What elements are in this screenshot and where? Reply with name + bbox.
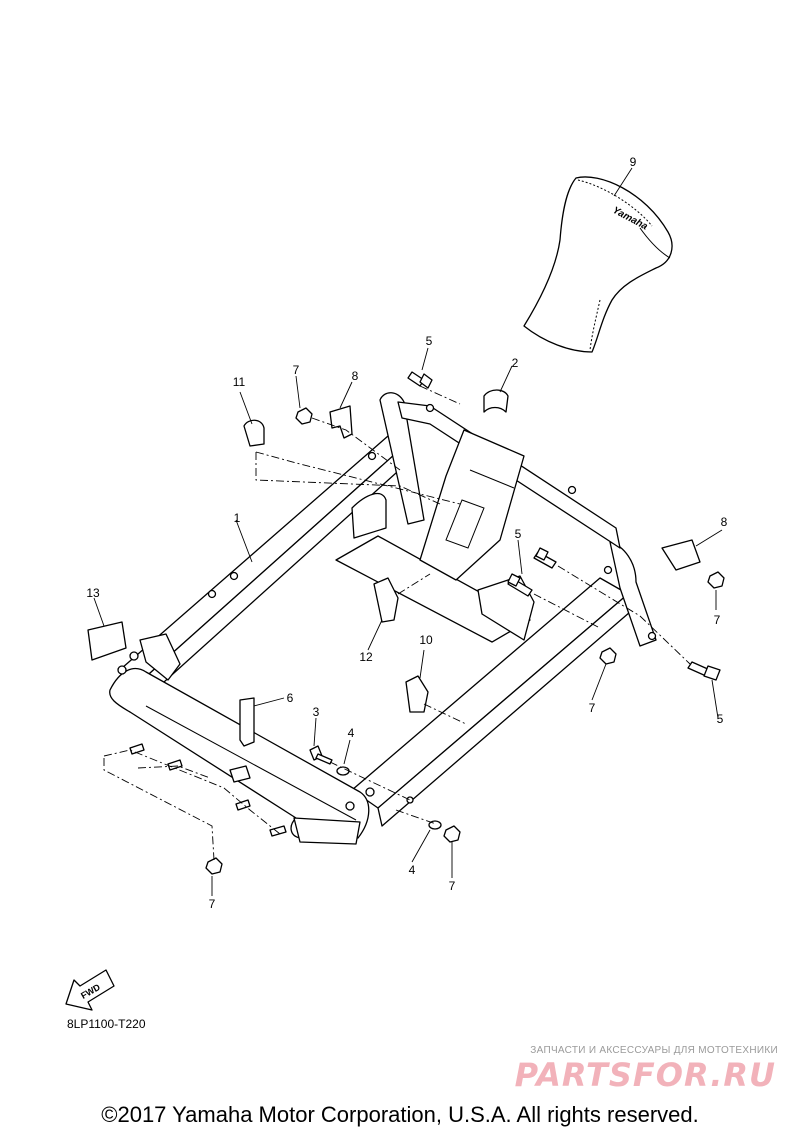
part-13-label (87, 621, 127, 661)
callout-1: 1 (234, 511, 241, 525)
callout-2: 2 (512, 356, 519, 370)
callout-7: 7 (589, 701, 596, 715)
callout-4: 4 (348, 726, 355, 740)
callout-13: 13 (86, 586, 100, 600)
callout-3: 3 (313, 705, 320, 719)
part-6-strap (239, 697, 255, 747)
callout-6: 6 (287, 691, 294, 705)
copyright-notice: ©2017 Yamaha Motor Corporation, U.S.A. A… (101, 1102, 699, 1127)
part-5-bolt (507, 573, 533, 597)
callout-9: 9 (630, 155, 637, 169)
callout-7: 7 (449, 879, 456, 893)
part-7-nut (599, 647, 617, 665)
part-5-bolt (407, 371, 433, 389)
part-11-clamp (243, 419, 265, 447)
part-9-seat-cover: Yamaha (523, 176, 673, 353)
callout-12: 12 (359, 650, 373, 664)
callout-7: 7 (209, 897, 216, 911)
part-2-collar (483, 389, 509, 413)
callout-8: 8 (352, 369, 359, 383)
callout-8: 8 (721, 515, 728, 529)
callout-5: 5 (426, 334, 433, 348)
part-1-frame (109, 392, 657, 845)
part-7-nut (205, 857, 223, 875)
callout-4: 4 (409, 863, 416, 877)
part-7-nut (295, 407, 313, 425)
part-5-bolt (533, 547, 557, 569)
fwd-arrow-icon: FWD (65, 969, 115, 1011)
leader-lines (93, 167, 723, 896)
part-3-bolt (309, 745, 333, 765)
part-4-washer (336, 766, 350, 776)
part-8-bracket (661, 539, 701, 571)
callout-7: 7 (714, 613, 721, 627)
part-5-bolt (687, 661, 721, 681)
watermark-brand: PARTSFOR.RU (514, 1056, 776, 1094)
part-10-clamp (405, 675, 429, 713)
part-12-clamp (373, 577, 399, 623)
callout-5: 5 (717, 712, 724, 726)
callouts: 1 2 3 4 4 5 5 5 6 7 7 7 7 7 8 8 9 10 11 … (86, 155, 727, 911)
watermark-tagline: ЗАПЧАСТИ И АКСЕССУАРЫ ДЛЯ МОТОТЕХНИКИ (530, 1045, 778, 1056)
callout-7: 7 (293, 363, 300, 377)
diagram-code: 8LP1100-T220 (67, 1017, 146, 1031)
callout-10: 10 (419, 633, 433, 647)
callout-11: 11 (233, 375, 246, 389)
reference-lines (103, 385, 691, 861)
part-7-nut (443, 825, 461, 843)
part-7-nut (707, 571, 725, 589)
part-8-bracket (329, 405, 353, 439)
callout-5: 5 (515, 527, 522, 541)
